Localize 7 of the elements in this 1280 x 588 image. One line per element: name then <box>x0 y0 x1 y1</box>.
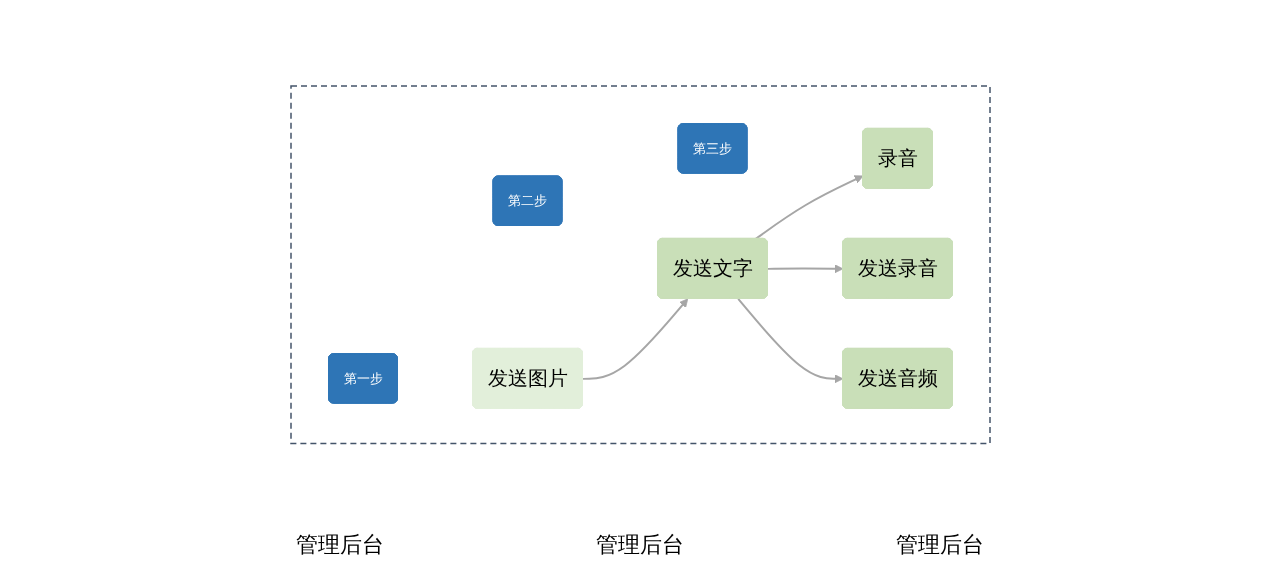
arrow <box>736 298 843 384</box>
arrow <box>581 298 688 381</box>
caption-text: 管理后台 <box>596 531 684 559</box>
caption-text: 管理后台 <box>896 531 984 559</box>
caption-text: 管理后台 <box>296 531 384 559</box>
arrow <box>766 264 843 274</box>
cluster <box>289 85 991 445</box>
